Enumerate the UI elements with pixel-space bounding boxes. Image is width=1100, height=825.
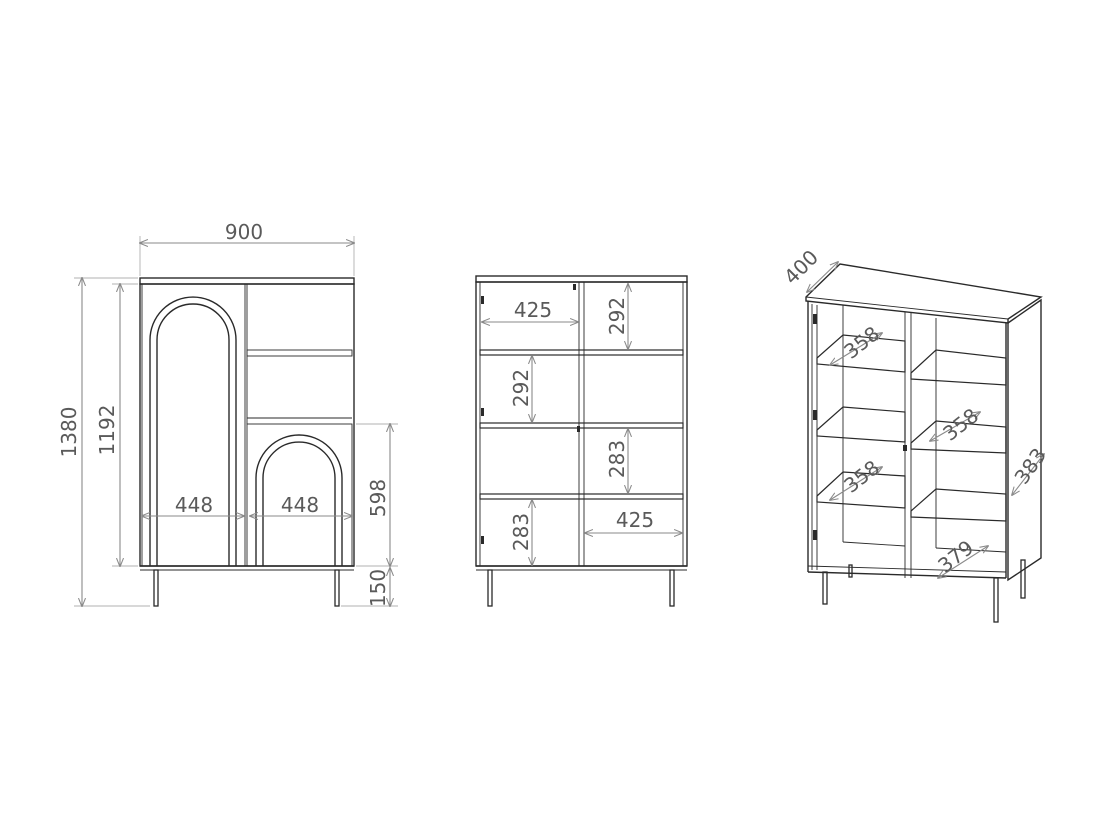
iso-view: 400 358 358 358 379 383 — [779, 245, 1051, 623]
dim-shelf-width-top: 425 — [514, 298, 552, 322]
front-view: 900 1380 1192 448 448 598 150 — [57, 220, 398, 607]
right-door — [246, 423, 353, 567]
open-view: 425 292 292 283 283 425 — [475, 275, 688, 607]
dim-height-body: 1192 — [95, 405, 119, 456]
leg-front-left — [153, 569, 159, 607]
tall-arch-outer — [149, 296, 237, 566]
dim-height-total: 1380 — [57, 407, 81, 458]
dim-shelf-depth-2: 358 — [938, 403, 983, 445]
tall-arch-inner — [156, 303, 230, 566]
cabinet-body-open — [475, 281, 688, 567]
short-arch-inner — [262, 441, 336, 566]
dim-shelf-depth-3: 358 — [839, 455, 884, 497]
dim-compartment-mid-left: 292 — [509, 369, 533, 407]
right-side-panel — [1007, 298, 1042, 582]
dim-compartment-bottom-left: 283 — [509, 513, 533, 551]
dim-shelf-width-bottom: 425 — [616, 508, 654, 532]
dim-door-right: 448 — [281, 493, 319, 517]
iso-shelf-right-3 — [910, 488, 1007, 522]
dim-compartment-mid-right: 283 — [605, 440, 629, 478]
top-panel — [139, 277, 355, 285]
short-arch-outer — [255, 434, 343, 566]
shelf-3 — [479, 493, 684, 500]
left-door — [141, 283, 246, 567]
center-divider — [578, 281, 585, 567]
dim-side-depth: 383 — [1009, 443, 1051, 488]
leg-iso-front-right — [993, 577, 999, 623]
dim-leg-height: 150 — [366, 569, 390, 607]
dim-door-left: 448 — [175, 493, 213, 517]
iso-shelf-left-2 — [816, 406, 906, 443]
top-panel-open — [475, 275, 688, 283]
shelf-2 — [479, 422, 684, 429]
leg-iso-front-left — [822, 571, 828, 605]
shelf-1 — [479, 349, 684, 356]
leg-iso-back-right — [1020, 559, 1026, 599]
leg-open-left — [487, 569, 493, 607]
iso-shelf-right-1 — [910, 349, 1007, 386]
dim-width: 900 — [225, 220, 263, 244]
dim-compartment-top-right: 292 — [605, 297, 629, 335]
top-panel-iso — [805, 263, 1043, 324]
dim-lower-section: 598 — [366, 479, 390, 517]
leg-front-right — [334, 569, 340, 607]
dim-shelf-depth-1: 358 — [839, 321, 884, 363]
leg-open-right — [669, 569, 675, 607]
upper-shelf — [246, 349, 353, 357]
leg-iso-back-left — [848, 564, 853, 578]
